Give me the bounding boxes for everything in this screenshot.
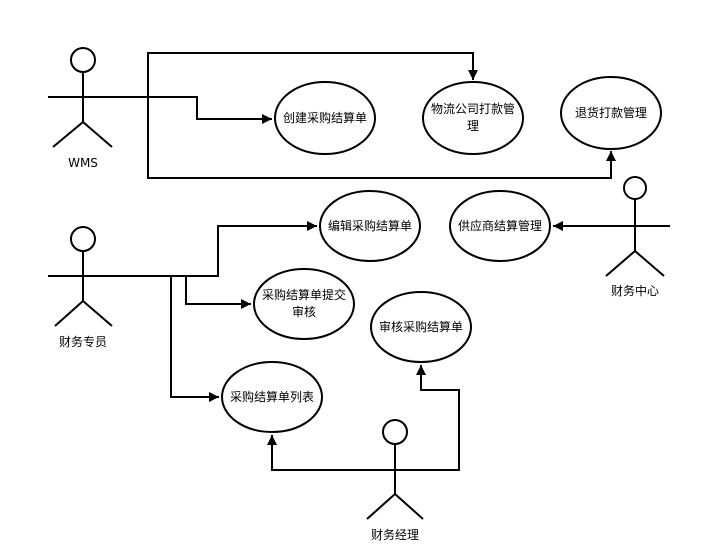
edge-specialist-list <box>170 276 219 402</box>
usecase-edit-label: 编辑采购结算单 <box>327 218 412 233</box>
actor-finance-center-label: 财务中心 <box>610 284 659 298</box>
actor-finance-manager-label: 财务经理 <box>370 528 419 542</box>
edge-wms-create <box>118 96 272 124</box>
edge-wms-return <box>147 97 616 179</box>
usecase-edit-ellipse <box>319 190 421 262</box>
edge-specialist-submit <box>185 276 251 309</box>
edge-manager-list <box>267 435 360 471</box>
edge-specialist-edit <box>118 221 317 277</box>
edge-manager-review <box>416 365 460 471</box>
usecase-review-ellipse <box>370 291 472 363</box>
actor-wms-label: WMS <box>68 156 98 170</box>
edge-wms-logistics <box>147 52 478 97</box>
usecase-return-payment-ellipse <box>560 76 662 150</box>
usecase-list-ellipse <box>221 361 323 433</box>
usecase-supplier-ellipse <box>449 190 551 262</box>
usecase-review-label: 审核采购结算单 <box>378 319 463 334</box>
actor-wms <box>48 47 118 148</box>
usecase-create-label: 创建采购结算单 <box>282 110 367 125</box>
usecase-logistics-payment-ellipse <box>422 81 524 155</box>
usecase-submit-ellipse <box>253 268 355 340</box>
usecase-create-ellipse <box>274 81 376 155</box>
actor-finance-specialist-label: 财务专员 <box>58 335 107 349</box>
actor-finance-center <box>600 176 670 277</box>
usecase-submit-label: 采购结算单提交审核 <box>261 288 346 319</box>
usecase-logistics-payment-label: 物流公司打款管理 <box>430 102 515 133</box>
actor-finance-manager <box>360 419 430 520</box>
usecase-return-payment-label: 退货打款管理 <box>574 105 647 120</box>
usecase-supplier-label: 供应商结算管理 <box>457 218 542 233</box>
actor-finance-specialist <box>48 226 118 327</box>
usecase-list-label: 采购结算单列表 <box>229 389 314 404</box>
